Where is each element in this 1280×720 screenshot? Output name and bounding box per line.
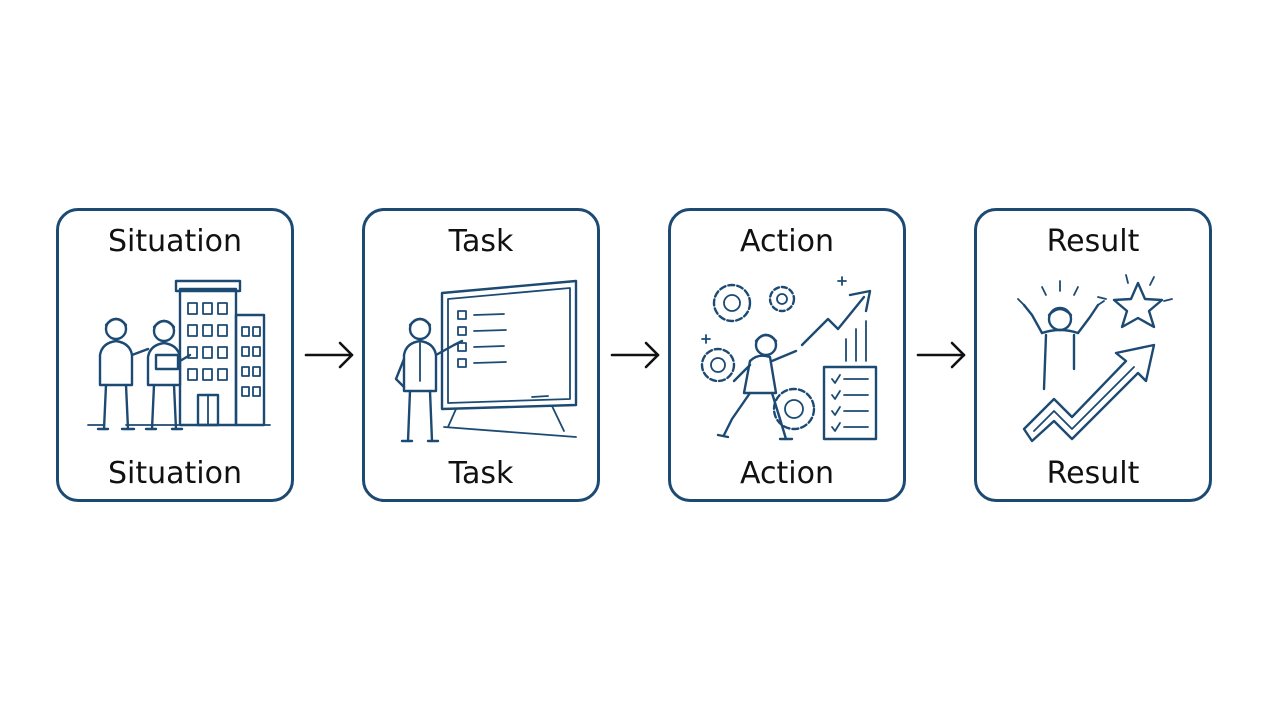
arrow-right-icon bbox=[610, 341, 660, 369]
step-caption: Action bbox=[740, 456, 834, 491]
people-building-icon bbox=[87, 279, 271, 431]
step-card-result: Result Result bbox=[974, 208, 1212, 502]
step-card-task: Task Task bbox=[362, 208, 600, 502]
arrow-right-icon bbox=[916, 341, 966, 369]
step-title: Result bbox=[1046, 224, 1140, 259]
step-title: Situation bbox=[107, 224, 242, 259]
presenter-whiteboard-icon bbox=[394, 279, 578, 443]
arrow-right-icon bbox=[304, 341, 354, 369]
step-caption: Task bbox=[448, 456, 514, 491]
celebrating-star-growth-icon bbox=[1017, 274, 1173, 443]
step-title: Action bbox=[740, 224, 834, 259]
step-caption: Result bbox=[1046, 456, 1140, 491]
step-card-situation: Situation bbox=[56, 208, 294, 502]
gears-running-chart-icon bbox=[700, 276, 878, 441]
step-card-action: Action bbox=[668, 208, 906, 502]
step-title: Task bbox=[448, 224, 514, 259]
step-caption: Situation bbox=[107, 456, 242, 491]
